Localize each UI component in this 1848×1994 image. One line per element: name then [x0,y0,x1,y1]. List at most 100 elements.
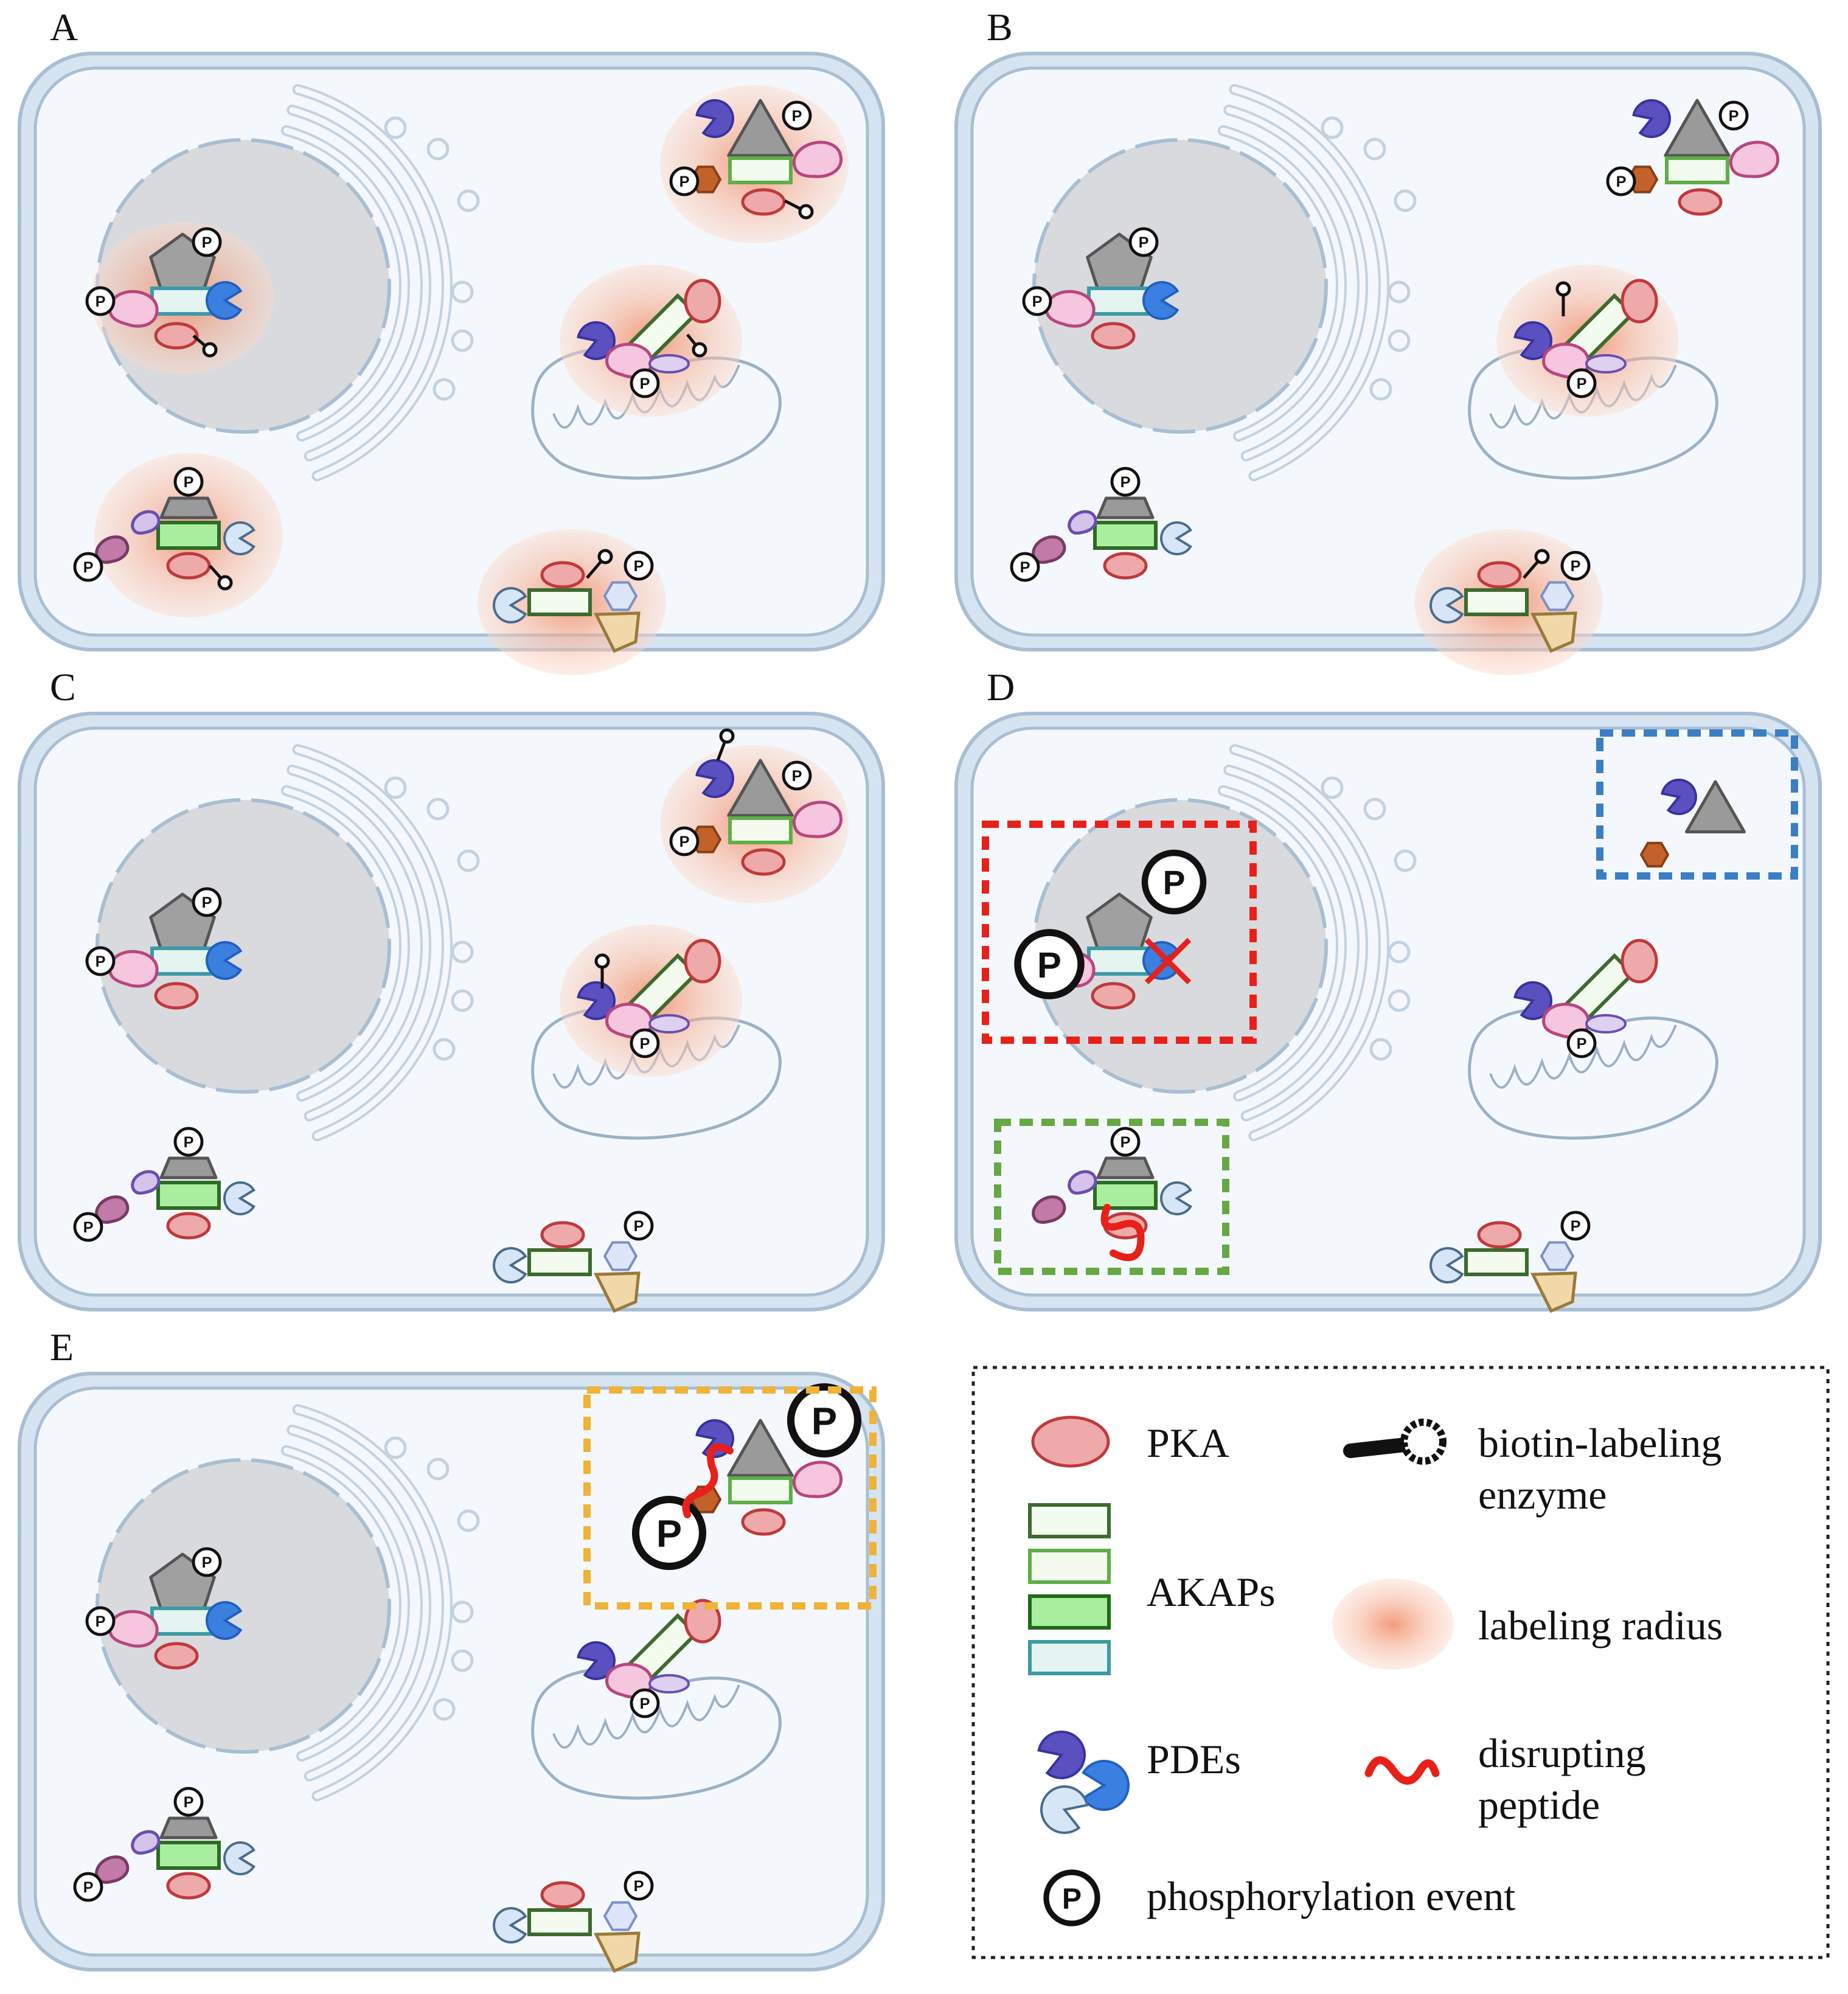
akap-scaffold [1028,1549,1111,1584]
pka-subunit [166,1872,211,1900]
substrate-small [1585,1014,1627,1033]
legend-peptide-label-2: peptide [1478,1782,1600,1828]
akap-scaffold [1093,1181,1158,1210]
phosphorylation-icon: P [1606,166,1636,196]
pka-subunit [154,982,199,1010]
legend-biotin-label-2: enzyme [1478,1471,1607,1518]
phosphorylation-icon: P [1566,368,1597,398]
pka-subunit [154,1642,199,1670]
phosphorylation-icon: P [782,100,812,131]
biotin-labeling-enzyme-icon [1523,549,1550,579]
phosphorylation-label: P [640,1695,650,1712]
disrupting-peptide [682,1443,734,1518]
phosphorylation-label: P [1120,1134,1131,1151]
legend-labeling-radius-swatch [1332,1579,1454,1670]
pde-enzyme [206,1601,243,1640]
phosphorylation-icon: P [1560,551,1591,581]
substrate-hexagon [603,1241,638,1271]
phosphorylation-icon: P [1110,1127,1141,1157]
pde-enzyme [493,587,527,624]
akap-scaffold [728,1476,793,1504]
substrate-trapezoid [159,1156,218,1179]
pka-subunit [166,1212,211,1240]
pde-enzyme [695,759,734,798]
substrate-blob [108,290,159,328]
endoplasmic-reticulum [280,744,480,1142]
panel-label: A [50,5,78,49]
phosphorylation-icon: P [624,1871,654,1901]
phosphorylation-label: P [202,234,212,251]
phosphorylation-label: P [679,173,690,190]
substrate-tan [594,611,641,653]
phosphorylation-icon: P [192,227,222,257]
phosphorylation-icon: P [624,1211,654,1241]
phosphorylation-label: P [811,1400,837,1443]
substrate-triangle [1685,780,1746,833]
akap-scaffold [156,521,221,550]
phosphorylation-label: P [96,1613,106,1630]
legend-biotin-label-1: biotin-labeling [1478,1420,1721,1466]
substrate-hexagon [1540,581,1575,611]
akap-scaffold [150,947,215,976]
substrate-blob [108,950,159,988]
phosphorylation-label: P [1037,945,1061,985]
pka-subunit [1031,1416,1110,1468]
pde-enzyme [1429,587,1464,624]
phosphorylation-label: P [1139,234,1149,251]
legend-phosphorylation-label: phosphorylation event [1147,1873,1515,1919]
akap-scaffold [150,287,215,316]
phosphorylation-icon: P [85,286,116,316]
pka-subunit [166,552,211,580]
biotin-labeling-enzyme-icon [1555,281,1571,316]
legend-pde-swatches [1037,1731,1130,1834]
substrate-blob [108,1610,159,1648]
phosphorylation-label: P [656,1513,682,1555]
akap-scaffold [1028,1503,1111,1538]
akap-scaffold [527,1908,592,1936]
substrate-tan [1530,611,1577,653]
substrate-blob [792,1461,842,1498]
substrate-hexagon [1639,841,1670,868]
akap-scaffold [156,1841,221,1870]
phosphorylation-label: P [792,768,802,785]
substrate-blob [131,1830,161,1855]
phosphorylation-label: P [634,558,644,575]
substrate-blob [1068,1170,1097,1195]
pka-subunit [741,1508,786,1536]
phosphorylation-label: P [184,1134,194,1151]
phosphorylation-icon: P [192,887,222,917]
pka-subunit [1091,322,1136,350]
akap-scaffold [728,156,793,184]
substrate-small [648,1014,690,1033]
pka-subunit [684,1599,721,1644]
substrate-blob [1068,510,1097,535]
phosphorylation-icon: P [630,1688,660,1718]
akap-scaffold [156,1181,221,1210]
akap-scaffold [1464,1248,1529,1276]
biotin-labeling-enzyme-icon [716,728,735,761]
substrate-small [1585,354,1627,373]
legend-pka-label: PKA [1147,1420,1229,1466]
phosphorylation-label: P [1120,474,1131,491]
pde-enzyme [493,1907,527,1944]
substrate-trapezoid [159,496,218,519]
legend-peptide-label-1: disrupting [1478,1730,1646,1776]
pka-subunit [1477,561,1522,589]
phosphorylation-icon: P [782,760,812,791]
phosphorylation-label: P [640,375,650,392]
phosphorylation-icon: P [669,166,700,196]
pde-enzyme [1661,779,1697,815]
phosphorylation-label: P [1032,293,1043,310]
phosphorylation-icon: P [1022,286,1052,316]
phosphorylation-icon: P [192,1547,222,1577]
phosphorylation-label: P [1020,559,1030,576]
inhibition-mark [1144,937,1192,985]
substrate-blob [131,510,161,535]
phosphorylation-icon: P [1110,467,1141,497]
substrate-tan [594,1931,641,1973]
phosphorylation-label: P [640,1035,650,1052]
akap-scaffold [527,588,592,616]
phosphorylation-label: P [1163,864,1186,901]
akap-scaffold [1665,156,1729,184]
phosphorylation-label: P [184,1794,194,1811]
